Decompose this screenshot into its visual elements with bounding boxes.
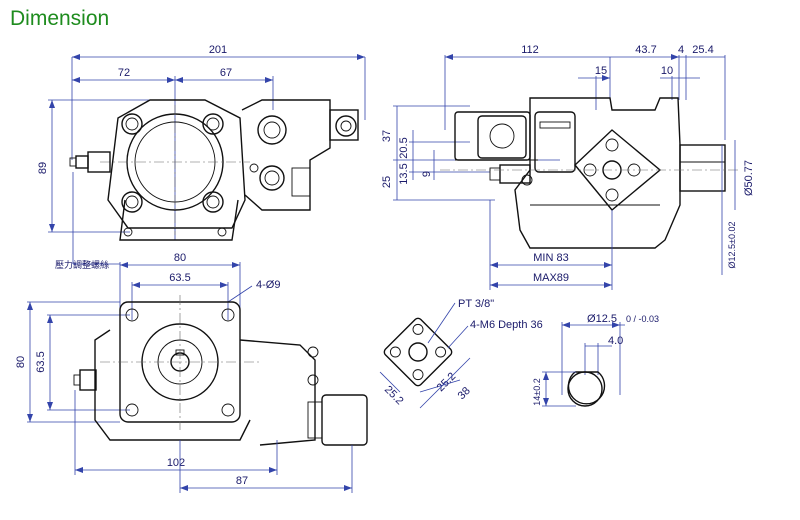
dim-15: 15 — [595, 65, 607, 77]
dim-43-7: 43.7 — [635, 44, 656, 56]
dim-4-0: 4.0 — [608, 335, 623, 347]
dim-80-left: 80 — [15, 356, 27, 368]
dim-14: 14±0.2 — [532, 378, 542, 405]
dim-10: 10 — [661, 65, 673, 77]
pt-3-8-label: PT 3/8" — [458, 298, 494, 310]
shaft-section-view: Ø12.5 0 / -0.03 4.0 14±0.2 — [532, 313, 659, 407]
dim-25-2-a: 25.2 — [382, 384, 406, 408]
front-view: 201 72 67 89 — [37, 44, 366, 270]
dim-63-5-left: 63.5 — [35, 351, 47, 372]
dim-max-89: MAX89 — [533, 272, 569, 284]
flange-view: 80 63.5 4-Ø9 80 63.5 — [15, 252, 368, 493]
page-title: Dimension — [10, 7, 110, 30]
side-view: 112 43.7 4 25.4 15 10 37 25 20.5 13.5 9 — [381, 44, 755, 290]
dim-shaft-dia: Ø12.5 — [587, 313, 617, 325]
dim-shaft-tolerance: 0 / -0.03 — [626, 314, 659, 324]
dim-min-83: MIN 83 — [533, 252, 568, 264]
pressure-adjust-screw-label: 壓力調整螺絲 — [55, 259, 109, 270]
dim-4: 4 — [678, 44, 684, 56]
dim-112: 112 — [521, 44, 539, 56]
dim-87: 87 — [236, 475, 248, 487]
port-flange-view: PT 3/8" 4-M6 Depth 36 25.2 25.2 38 — [379, 298, 543, 409]
dim-dia-50-77: Ø50.77 — [743, 160, 755, 196]
m6-depth-label: 4-M6 Depth 36 — [470, 319, 543, 331]
dim-72: 72 — [118, 67, 130, 79]
dim-80-top: 80 — [174, 252, 186, 264]
dim-9: 9 — [421, 171, 433, 177]
dim-89: 89 — [37, 162, 49, 174]
dim-4-dia-9: 4-Ø9 — [256, 279, 280, 291]
dim-25-2-b: 25.2 — [435, 370, 459, 394]
dim-37: 37 — [381, 130, 393, 142]
dim-25: 25 — [381, 176, 393, 188]
dim-38: 38 — [456, 385, 473, 402]
dim-20-5: 20.5 — [398, 137, 410, 158]
dim-25-4: 25.4 — [692, 44, 713, 56]
dim-67: 67 — [220, 67, 232, 79]
dim-63-5-top: 63.5 — [169, 272, 190, 284]
dim-13-5: 13.5 — [398, 163, 410, 184]
dim-102: 102 — [167, 457, 185, 469]
dim-dia-12-5-shaft: Ø12.5±0.02 — [727, 222, 737, 269]
dim-201: 201 — [209, 44, 227, 56]
